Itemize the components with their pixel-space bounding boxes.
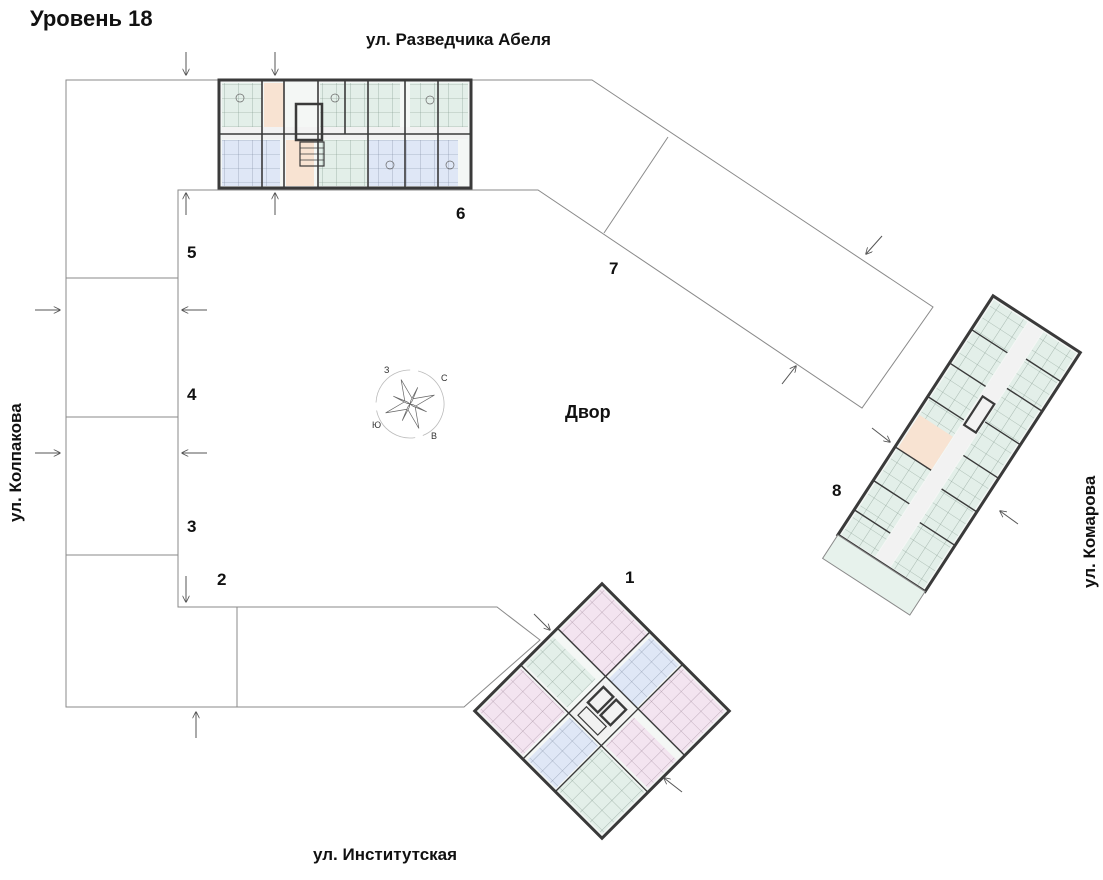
section-label-1: 1 <box>625 568 635 587</box>
section-label-3: 3 <box>187 517 197 536</box>
entry-arrow <box>871 427 890 442</box>
entry-arrow <box>781 366 796 385</box>
building-section-6 <box>217 78 473 190</box>
entry-arrow <box>1000 511 1019 525</box>
building-section-8 <box>821 293 1083 616</box>
street-label-bottom: ул. Институтская <box>313 845 458 864</box>
yard-label: Двор <box>565 402 611 422</box>
entry-arrow <box>533 613 550 630</box>
entry-arrow <box>866 235 883 254</box>
section-label-5: 5 <box>187 243 197 262</box>
compass-east-label: В <box>431 431 438 441</box>
compass-rose <box>375 369 445 439</box>
compass-south-label: Ю <box>372 420 382 430</box>
compass-north-label: С <box>441 373 448 383</box>
section-label-8: 8 <box>832 481 842 500</box>
compass-west-label: З <box>384 365 390 375</box>
building-section-1 <box>472 581 732 841</box>
section-label-2: 2 <box>217 570 227 589</box>
street-label-top: ул. Разведчика Абеля <box>366 30 551 49</box>
entry-arrow <box>664 778 683 793</box>
street-label-right: ул. Комарова <box>1080 475 1099 588</box>
entry-arrows <box>35 52 1019 793</box>
section-label-4: 4 <box>187 385 197 404</box>
street-label-left: ул. Колпакова <box>6 403 25 522</box>
page-title: Уровень 18 <box>30 6 153 31</box>
site-outline <box>65 79 934 708</box>
section-label-6: 6 <box>456 204 466 223</box>
section-label-7: 7 <box>609 259 619 278</box>
